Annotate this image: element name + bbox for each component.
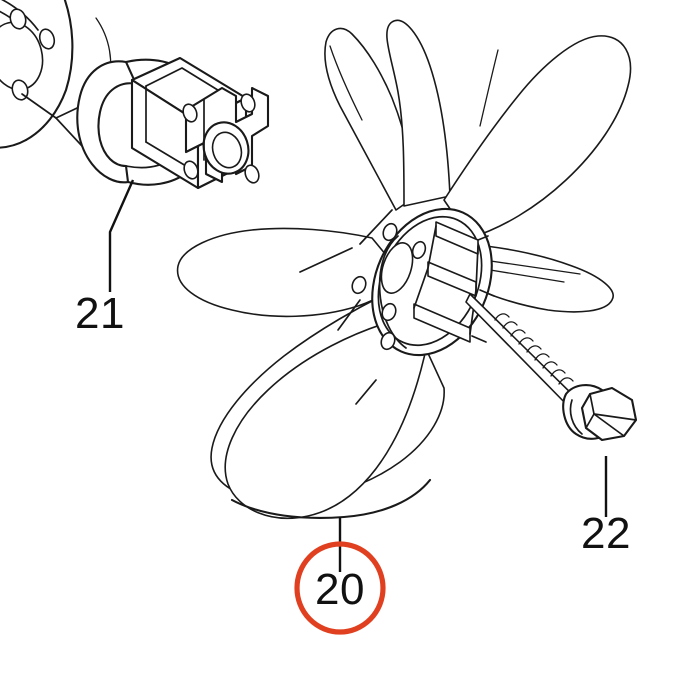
leader-line-21: [108, 179, 135, 292]
callout-highlight-ring-20: [294, 541, 386, 635]
fan-spacer-hub-part: [76, 56, 270, 190]
cooling-fan-blade-part: [176, 19, 632, 520]
water-pump-pulley-flange: [0, 0, 112, 149]
callout-number-21[interactable]: 21: [75, 289, 125, 338]
fan-hub: [351, 207, 495, 357]
callout-number-20[interactable]: 20: [315, 565, 365, 614]
hex-flange-bolt-part: [465, 293, 638, 442]
callout-number-22[interactable]: 22: [581, 509, 631, 558]
